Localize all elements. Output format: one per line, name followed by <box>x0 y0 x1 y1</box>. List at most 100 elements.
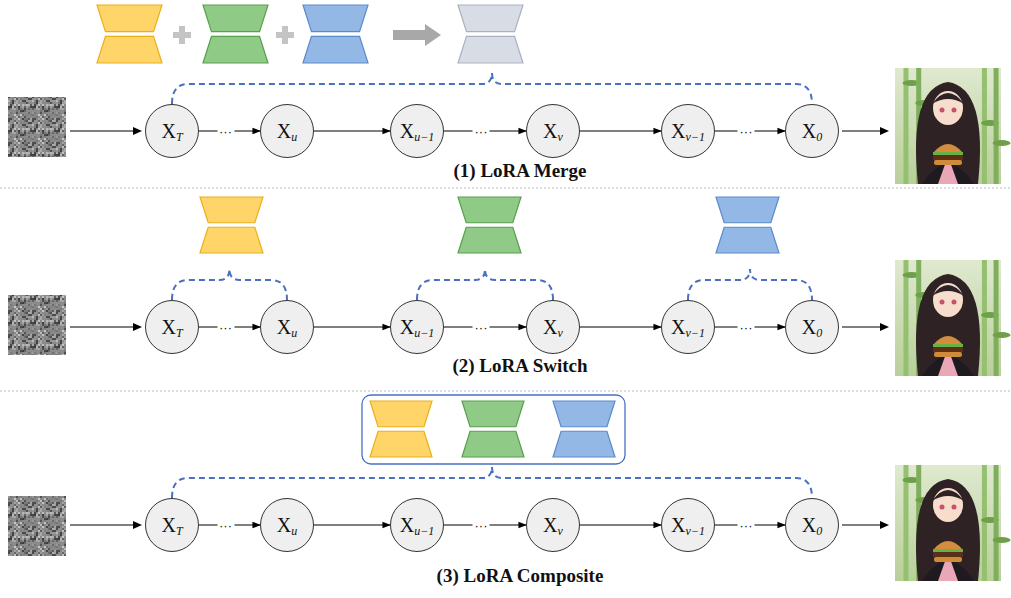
state-circle: Xv−1 <box>661 498 715 552</box>
composite-box <box>362 395 625 464</box>
state-symbol: X <box>161 121 175 141</box>
dashed-bracket <box>172 467 812 498</box>
ellipsis-label: ··· <box>217 519 234 532</box>
state-circle: Xv−1 <box>661 300 715 354</box>
state-circle: XT <box>145 498 199 552</box>
state-symbol: X <box>802 515 816 535</box>
state-symbol: X <box>543 121 557 141</box>
state-symbol: X <box>277 515 291 535</box>
state-symbol: X <box>802 121 816 141</box>
noise-image <box>8 97 66 157</box>
state-circle: X0 <box>785 300 839 354</box>
output-image <box>895 260 1011 376</box>
flow-arrow <box>580 524 661 525</box>
panel-title: (1) LoRA Merge <box>454 160 587 182</box>
state-symbol: X <box>400 317 414 337</box>
flow-arrow <box>314 524 390 525</box>
dashed-bracket <box>417 269 553 300</box>
state-circle: Xv <box>526 498 580 552</box>
panel-title: (3) LoRA Composite <box>437 565 604 587</box>
lora-module <box>200 197 263 253</box>
ellipsis-label: ··· <box>217 321 234 334</box>
state-circle: X0 <box>785 498 839 552</box>
state-circle: Xu <box>260 104 314 158</box>
state-circle: Xu−1 <box>390 498 444 552</box>
dashed-bracket <box>688 269 812 300</box>
panel-title: (2) LoRA Switch <box>452 355 587 377</box>
state-subscript: u <box>291 131 297 143</box>
arrow-head <box>133 521 142 529</box>
state-symbol: X <box>543 515 557 535</box>
state-subscript: 0 <box>816 327 822 339</box>
state-subscript: v−1 <box>686 131 705 143</box>
flow-arrow <box>70 130 140 131</box>
state-subscript: v−1 <box>686 327 705 339</box>
plus-sign <box>173 26 191 44</box>
output-image <box>895 465 1011 581</box>
ellipsis-label: ··· <box>738 321 755 334</box>
state-circle: Xu−1 <box>390 300 444 354</box>
ellipsis-label: ··· <box>738 125 755 138</box>
separator-line <box>0 391 1011 392</box>
state-circle: Xv <box>526 300 580 354</box>
state-circle: XT <box>145 104 199 158</box>
arrow-head <box>880 127 889 135</box>
state-subscript: u−1 <box>414 131 434 143</box>
arrow-head <box>880 323 889 331</box>
state-symbol: X <box>802 317 816 337</box>
plus-sign <box>276 26 294 44</box>
lora-module <box>462 401 524 457</box>
dashed-bracket <box>172 73 812 104</box>
ellipsis-label: ··· <box>217 125 234 138</box>
flow-arrow <box>314 130 390 131</box>
state-subscript: v <box>558 525 563 537</box>
state-subscript: v <box>558 131 563 143</box>
state-circle: Xv <box>526 104 580 158</box>
state-circle: Xv−1 <box>661 104 715 158</box>
state-subscript: v−1 <box>686 525 705 537</box>
state-subscript: u−1 <box>414 525 434 537</box>
merge-arrow <box>393 24 441 46</box>
arrow-head <box>133 323 142 331</box>
state-subscript: 0 <box>816 525 822 537</box>
ellipsis-label: ··· <box>738 519 755 532</box>
lora-module <box>203 5 268 63</box>
state-circle: Xu−1 <box>390 104 444 158</box>
lora-module <box>97 5 162 63</box>
flow-arrow <box>70 326 140 327</box>
lora-module <box>458 197 521 253</box>
ellipsis-label: ··· <box>473 321 490 334</box>
output-image <box>895 68 1011 184</box>
state-symbol: X <box>277 121 291 141</box>
ellipsis-label: ··· <box>473 519 490 532</box>
state-subscript: u−1 <box>414 327 434 339</box>
state-circle: Xu <box>260 498 314 552</box>
state-symbol: X <box>671 317 685 337</box>
noise-image <box>8 295 66 355</box>
state-subscript: 0 <box>816 131 822 143</box>
state-subscript: u <box>291 525 297 537</box>
state-circle: XT <box>145 300 199 354</box>
flow-arrow <box>580 130 661 131</box>
lora-module <box>553 401 615 457</box>
state-symbol: X <box>543 317 557 337</box>
state-circle: X0 <box>785 104 839 158</box>
state-symbol: X <box>671 121 685 141</box>
state-symbol: X <box>277 317 291 337</box>
state-subscript: u <box>291 327 297 339</box>
noise-image <box>8 496 66 556</box>
state-symbol: X <box>671 515 685 535</box>
state-subscript: T <box>176 131 183 143</box>
flow-arrow <box>70 524 140 525</box>
lora-module <box>370 401 432 457</box>
dashed-bracket <box>172 269 287 300</box>
lora-module <box>716 197 779 253</box>
separator-line <box>0 188 1011 189</box>
state-symbol: X <box>161 317 175 337</box>
state-subscript: T <box>176 525 183 537</box>
state-subscript: v <box>558 327 563 339</box>
arrow-head <box>880 521 889 529</box>
state-circle: Xu <box>260 300 314 354</box>
ellipsis-label: ··· <box>473 125 490 138</box>
